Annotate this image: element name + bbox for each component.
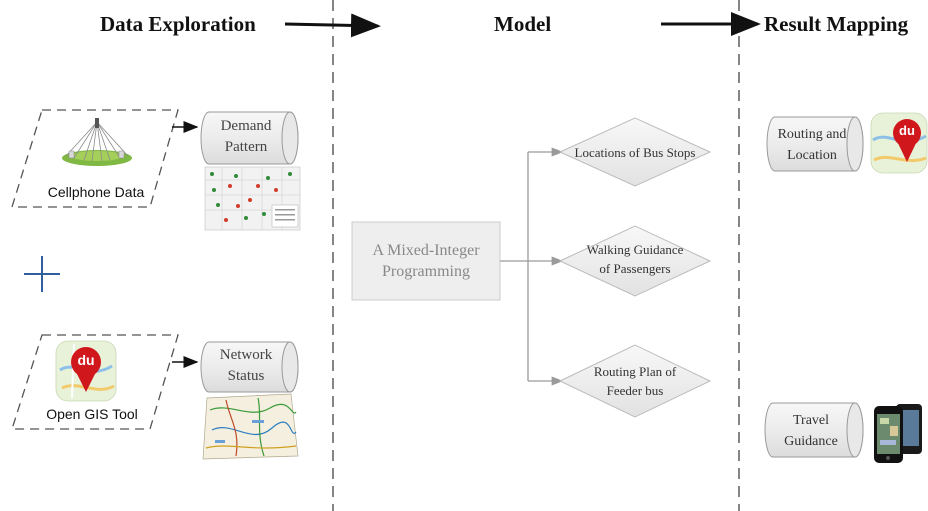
header-arrow-1	[284, 13, 381, 38]
demand-pattern-cylinder	[200, 111, 299, 165]
demand-map-thumbnail	[204, 166, 301, 231]
demand-pattern-line2: Pattern	[224, 139, 268, 155]
travel-guidance-line2: Guidance	[784, 434, 838, 449]
diamond-routing-plan	[558, 344, 712, 418]
demand-pattern-label: Demand Pattern	[205, 116, 287, 158]
smartphone-icon	[874, 404, 922, 463]
routing-location-line1: Routing and	[777, 127, 847, 142]
demand-pattern-line1: Demand	[220, 118, 272, 134]
header-result-mapping: Result Mapping	[764, 12, 909, 36]
gis-app-icon	[55, 340, 117, 402]
network-map-thumbnail	[202, 393, 299, 460]
model-line2: Programming	[382, 263, 470, 280]
walking-guidance-label: Walking Guidance of Passengers	[562, 240, 708, 278]
header-model: Model	[494, 12, 552, 36]
diamond-bus-stops	[558, 117, 712, 187]
model-connectors	[500, 147, 564, 386]
cellphone-data-frame	[11, 109, 179, 208]
header-data-exploration: Data Exploration	[100, 12, 256, 36]
bus-stops-label: Locations of Bus Stops	[574, 145, 696, 160]
routing-app-icon	[870, 112, 928, 174]
routing-plan-line1: Routing Plan of	[593, 364, 677, 379]
routing-location-cylinder	[766, 116, 864, 172]
model-box	[351, 221, 501, 301]
model-label: A Mixed-Integer Programming	[352, 240, 500, 282]
cell-tower-icon	[62, 118, 132, 166]
routing-location-label: Routing and Location	[771, 124, 853, 166]
travel-guidance-label: Travel Guidance	[770, 410, 852, 452]
travel-guidance-line1: Travel	[792, 413, 830, 428]
network-status-label: Network Status	[205, 345, 287, 387]
open-gis-tool-label: Open GIS Tool	[46, 406, 138, 422]
cellphone-data-label: Cellphone Data	[47, 184, 145, 200]
routing-location-line2: Location	[787, 148, 837, 163]
walking-guidance-line2: of Passengers	[599, 261, 671, 276]
gis-logo-text-left: du	[77, 352, 95, 368]
model-line1: A Mixed-Integer	[372, 242, 480, 259]
diamond-walking-guidance	[558, 225, 712, 297]
routing-plan-label: Routing Plan of Feeder bus	[562, 362, 708, 400]
network-status-cylinder	[200, 341, 299, 393]
gis-logo-text-right: du	[899, 123, 915, 138]
travel-guidance-cylinder	[764, 402, 864, 458]
network-status-line1: Network	[219, 347, 273, 363]
plus-sign	[24, 256, 60, 292]
open-gis-frame	[11, 334, 179, 430]
walking-guidance-line1: Walking Guidance	[586, 242, 684, 257]
routing-plan-line2: Feeder bus	[606, 383, 664, 398]
network-status-line2: Status	[227, 368, 265, 384]
